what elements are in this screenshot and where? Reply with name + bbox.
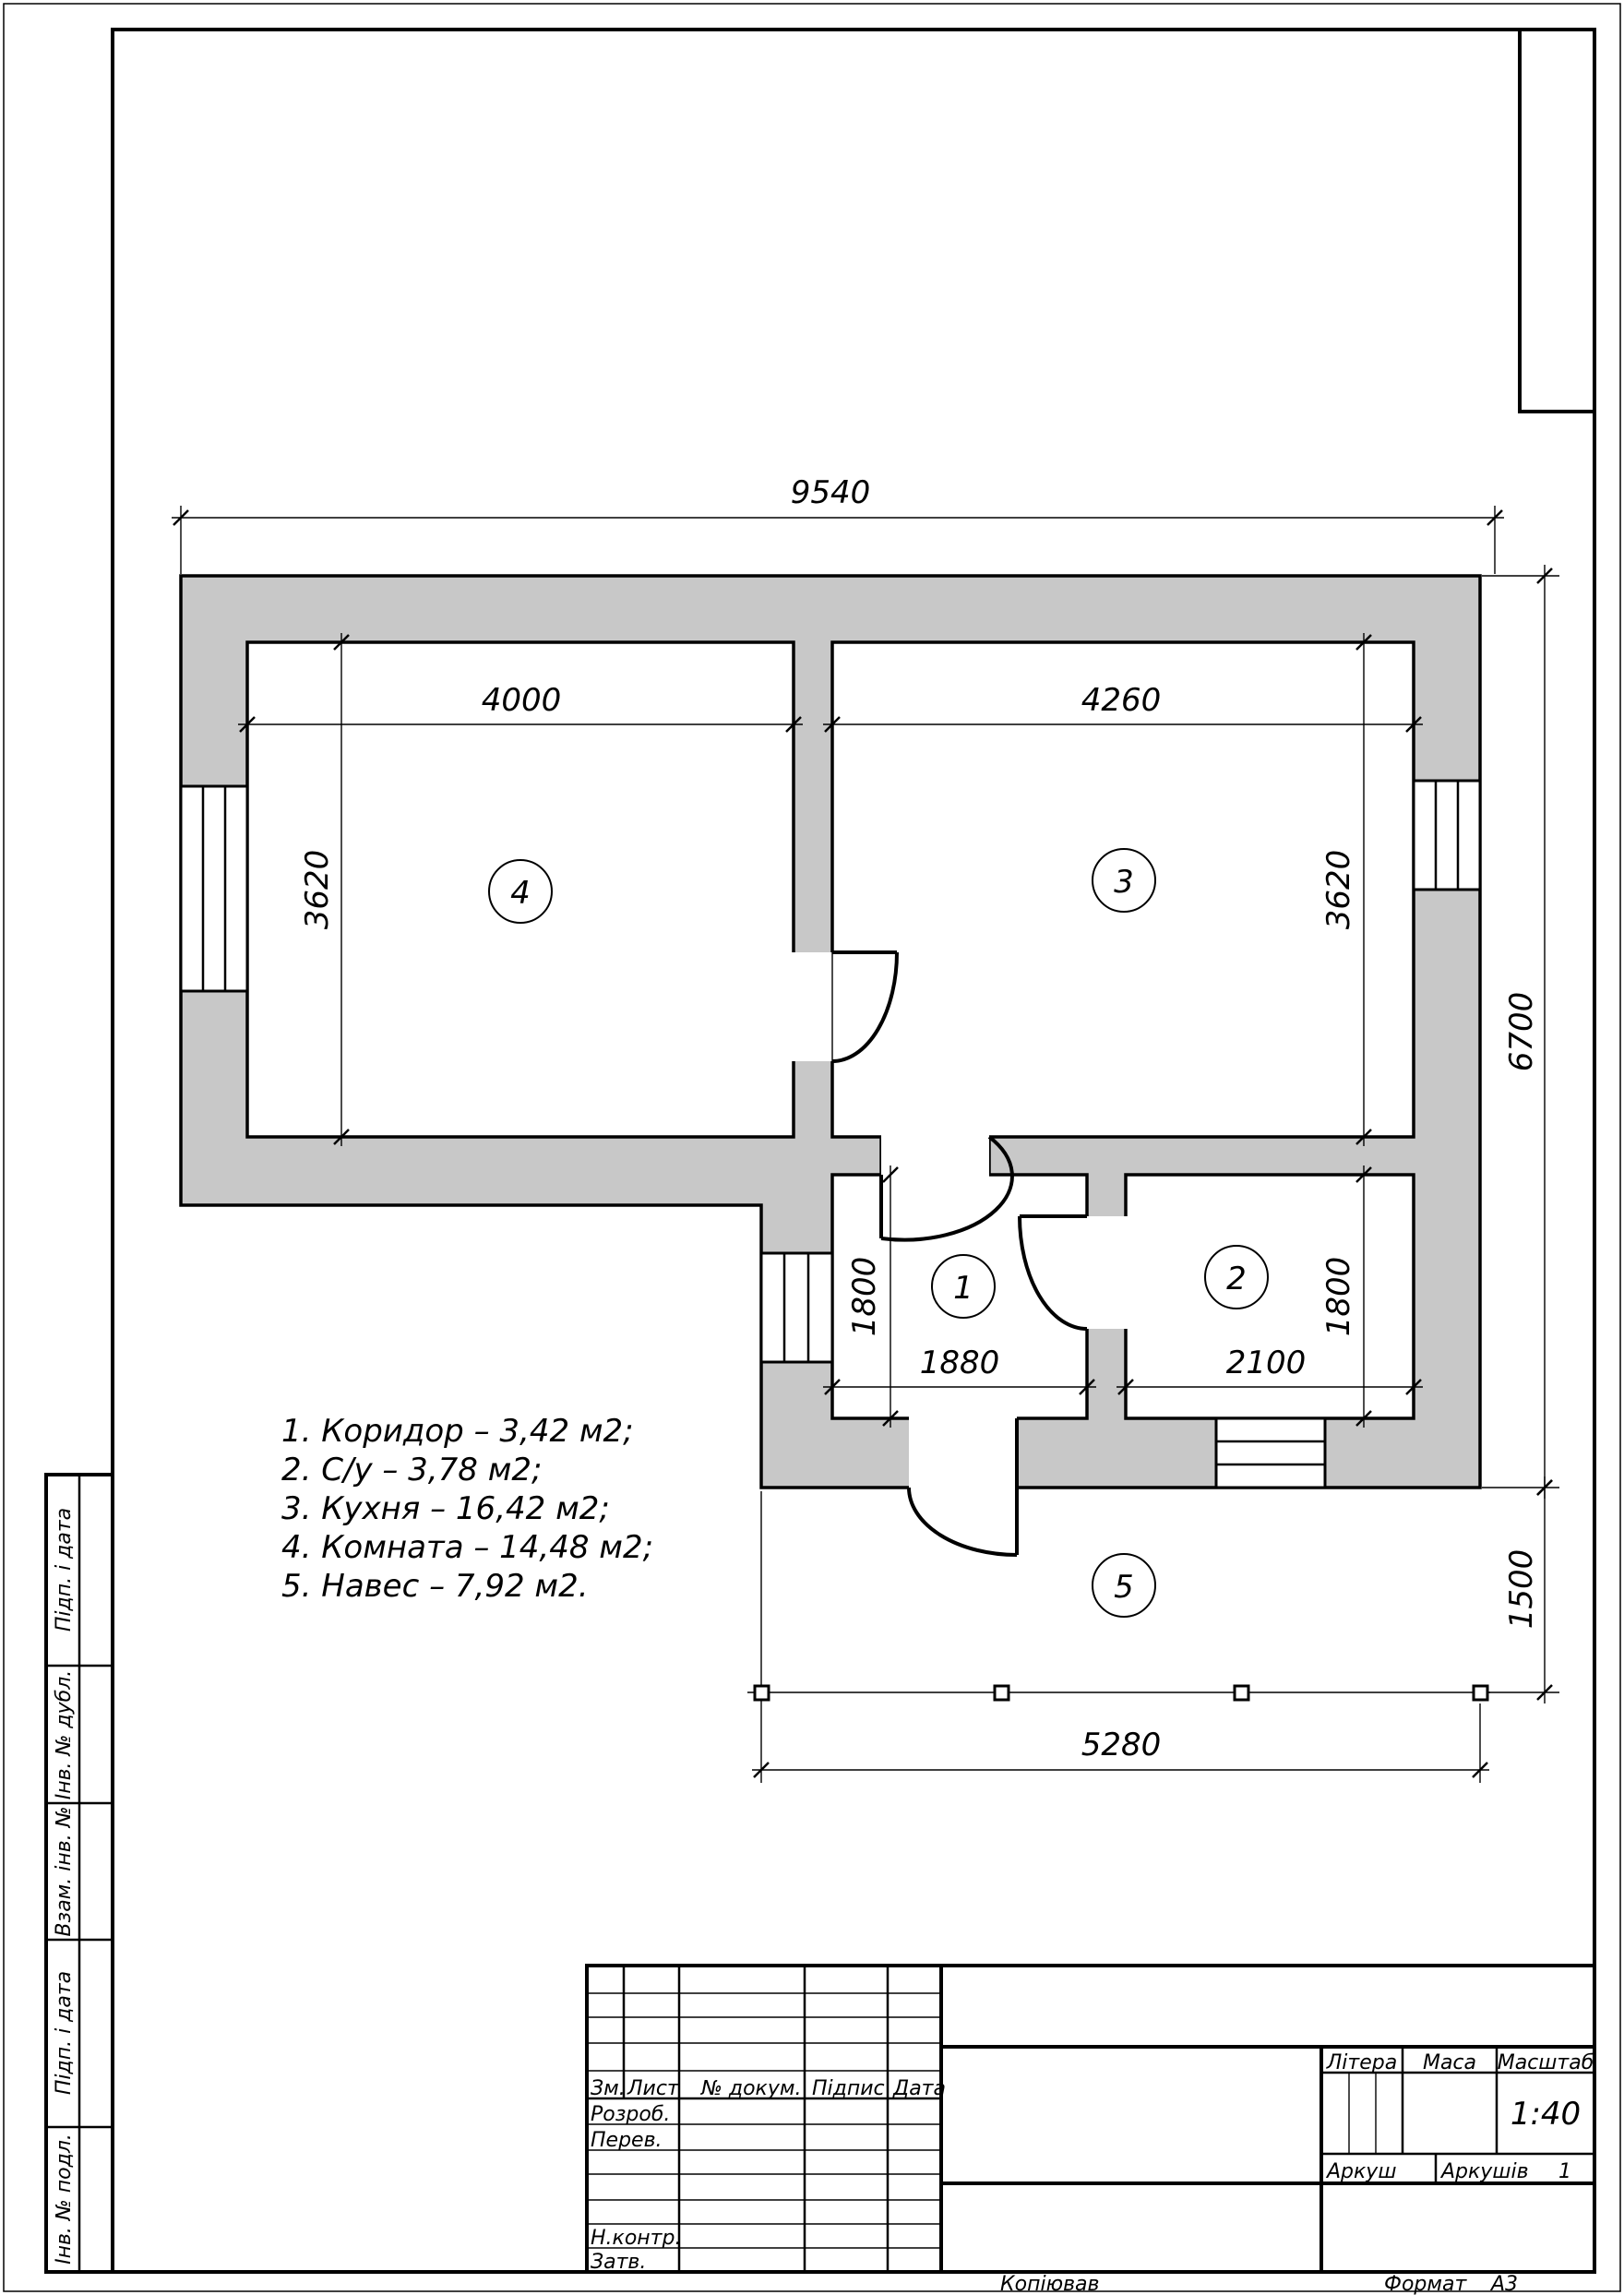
- dim-1880: 1880: [920, 1345, 1000, 1381]
- window-room-2: [1214, 1416, 1327, 1489]
- room-number-4: 4: [510, 875, 531, 912]
- door-3-1: [879, 1135, 1014, 1242]
- room-2-interior: [1124, 1173, 1415, 1420]
- tb-row-perev: Перев.: [591, 2129, 663, 2152]
- title-block: Зм. Лист № докум. Підпис Дата Розроб. Пе…: [585, 1964, 1596, 2274]
- tb-header-data: Дата: [892, 2077, 946, 2100]
- canopy-post: [753, 1684, 770, 1702]
- dim-2100: 2100: [1226, 1345, 1307, 1381]
- door-1-2: [1018, 1214, 1088, 1331]
- dim-3620-right: 3620: [1320, 850, 1357, 930]
- door-opening-4-3: [789, 952, 837, 1061]
- canopy-post: [1233, 1684, 1250, 1702]
- dimension-room3-width: 4260: [823, 682, 1423, 733]
- canopy-post: [993, 1684, 1010, 1702]
- tb-row-zatv: Затв.: [591, 2251, 646, 2274]
- room-legend: 1. Коридор – 3,42 м2; 2. С/у – 3,78 м2; …: [281, 1413, 653, 1605]
- dimension-corridor-depth: 1800: [846, 1165, 899, 1428]
- room-marker-5: 5: [1092, 1553, 1156, 1618]
- legend-item-3: 3. Кухня – 16,42 м2;: [281, 1490, 610, 1527]
- side-stamp-sign-date-2: Підп. і дата: [53, 1971, 76, 2095]
- dimension-overall-width: 9540: [172, 474, 1504, 574]
- dimension-room4-depth: 3620: [299, 633, 350, 1146]
- window-room-3: [1412, 779, 1482, 891]
- footer-format-label: Формат: [1384, 2273, 1467, 2295]
- dim-9540: 9540: [791, 474, 871, 511]
- sheet-outer-border: [3, 3, 1621, 2292]
- tb-arkushiv: Аркушів: [1439, 2160, 1529, 2183]
- dimension-bath-width: 2100: [1116, 1345, 1423, 1395]
- dim-1800-right: 1800: [1320, 1257, 1357, 1337]
- tb-header-pidpys: Підпис: [812, 2077, 885, 2100]
- legend-item-4: 4. Комната – 14,48 м2;: [281, 1529, 653, 1566]
- door-entrance: [907, 1418, 1019, 1557]
- room-marker-1: 1: [931, 1254, 996, 1319]
- tb-row-rozrob: Розроб.: [591, 2103, 670, 2126]
- footer-format-value: А3: [1489, 2273, 1518, 2295]
- dim-5280: 5280: [1081, 1727, 1162, 1763]
- dimension-room4-width: 4000: [238, 682, 803, 733]
- side-stamp-inv-podl: Інв. № подл.: [53, 2134, 76, 2265]
- legend-item-1: 1. Коридор – 3,42 м2;: [281, 1413, 634, 1450]
- dimension-room3-depth: 3620: [1320, 633, 1372, 1146]
- dim-4260: 4260: [1081, 682, 1162, 719]
- dim-6700: 6700: [1503, 992, 1540, 1072]
- tb-header-lyst: Лист: [627, 2077, 680, 2100]
- door-opening-3-1: [881, 1133, 989, 1179]
- dimension-corridor-width: 1880: [823, 1345, 1096, 1395]
- canopy-post: [1472, 1684, 1489, 1702]
- dim-4000: 4000: [482, 682, 562, 719]
- room-marker-2: 2: [1204, 1245, 1269, 1309]
- dim-3620-left: 3620: [299, 850, 336, 930]
- dim-1800-left: 1800: [846, 1257, 883, 1337]
- legend-item-5: 5. Навес – 7,92 м2.: [281, 1568, 589, 1605]
- room-number-1: 1: [953, 1270, 973, 1307]
- tb-masa: Маса: [1423, 2051, 1476, 2074]
- room-marker-3: 3: [1092, 848, 1156, 913]
- door-4-3: [831, 950, 899, 1063]
- side-stamp-vzam-inv: Взам. інв. №: [53, 1806, 76, 1936]
- room-number-5: 5: [1114, 1569, 1134, 1606]
- legend-item-2: 2. С/у – 3,78 м2;: [281, 1452, 542, 1488]
- dimension-canopy-depth: 1500: [1487, 1476, 1559, 1703]
- tb-litera: Літера: [1326, 2051, 1397, 2074]
- room-marker-4: 4: [488, 859, 553, 924]
- window-room-4: [179, 784, 249, 993]
- tb-row-nkontr: Н.контр.: [591, 2227, 681, 2250]
- door-opening-1-2: [1082, 1216, 1130, 1329]
- room-number-2: 2: [1226, 1261, 1247, 1297]
- tb-arkush: Аркуш: [1325, 2160, 1396, 2183]
- dimension-canopy-width: 5280: [752, 1491, 1489, 1783]
- door-opening-entrance: [909, 1414, 1017, 1492]
- tb-arkushiv-count: 1: [1558, 2160, 1571, 2183]
- footer-copied: Копіював: [1000, 2273, 1100, 2295]
- dimension-bath-depth: 1800: [1320, 1165, 1372, 1428]
- dimension-overall-depth: 6700: [1482, 565, 1559, 1499]
- tb-header-zm: Зм.: [591, 2077, 626, 2100]
- side-stamp-inv-dubl: Інв. № дубл.: [53, 1670, 76, 1800]
- tb-scale-value: 1:40: [1511, 2096, 1581, 2133]
- side-stamp: Підп. і дата Інв. № дубл. Взам. інв. № П…: [44, 1473, 114, 2274]
- tb-header-dokum: № докум.: [700, 2077, 801, 2100]
- room-number-3: 3: [1114, 864, 1134, 901]
- canopy-posts: [747, 1684, 1490, 1702]
- dim-1500: 1500: [1503, 1549, 1540, 1630]
- tb-masshtab: Масштаб: [1498, 2051, 1594, 2074]
- top-right-stamp-box: [1518, 28, 1596, 413]
- window-room-1: [759, 1251, 834, 1364]
- side-stamp-sign-date-1: Підп. і дата: [53, 1508, 76, 1632]
